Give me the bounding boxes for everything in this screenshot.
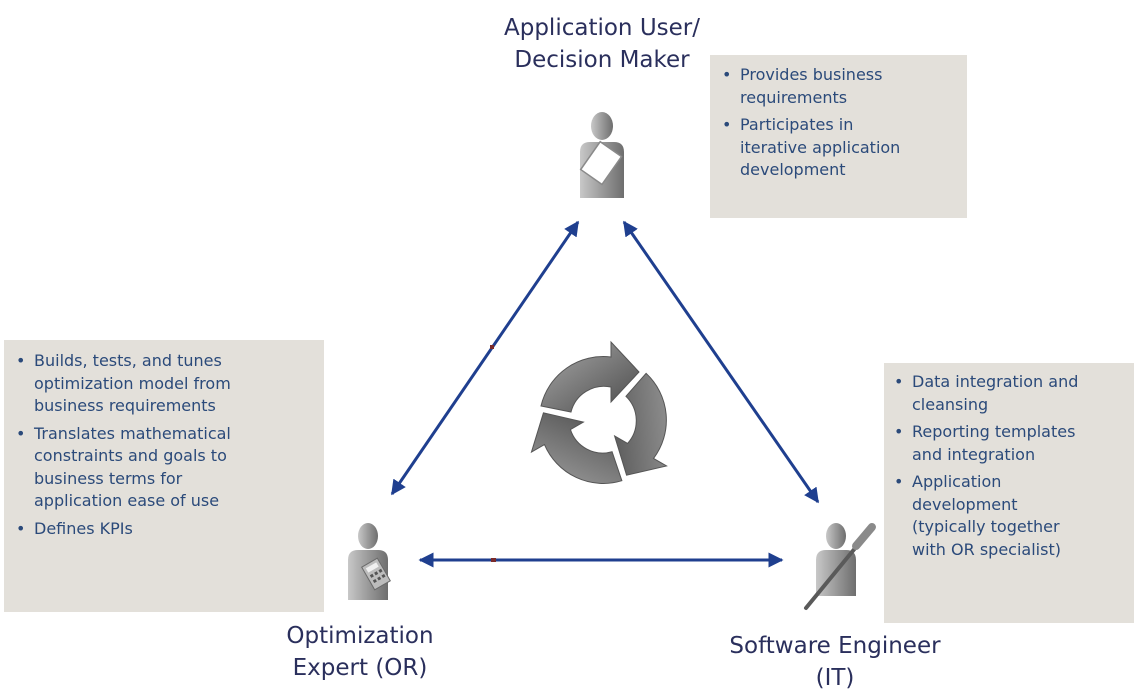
person-with-document-icon xyxy=(579,112,624,198)
bullet-list: Data integration and cleansing Reporting… xyxy=(886,371,1128,561)
software-engineer-responsibilities-box: Data integration and cleansing Reporting… xyxy=(884,363,1134,623)
list-item: Application development (typically toget… xyxy=(886,471,1128,561)
list-item: Provides business requirements xyxy=(714,64,957,109)
role-title-line1: Application User/ xyxy=(504,15,700,41)
role-title-application-user: Application User/ Decision Maker xyxy=(478,12,726,76)
list-item: Defines KPIs xyxy=(8,518,314,541)
role-title-line2: Decision Maker xyxy=(514,47,690,73)
person-with-screwdriver-icon xyxy=(804,523,876,610)
bullet-list: Builds, tests, and tunes optimization mo… xyxy=(8,350,314,540)
role-title-software-engineer: Software Engineer (IT) xyxy=(700,630,970,694)
bullet-list: Provides business requirements Participa… xyxy=(714,64,957,182)
list-item: Builds, tests, and tunes optimization mo… xyxy=(8,350,314,418)
role-title-line1: Optimization xyxy=(286,623,434,649)
arrow-user-it xyxy=(622,220,820,504)
role-title-line2: Expert (OR) xyxy=(292,655,428,681)
person-with-calculator-icon xyxy=(348,523,391,600)
arrow-user-or xyxy=(390,220,580,496)
optimization-expert-responsibilities-box: Builds, tests, and tunes optimization mo… xyxy=(4,340,324,612)
list-item: Reporting templates and integration xyxy=(886,421,1128,466)
list-item: Data integration and cleansing xyxy=(886,371,1128,416)
role-title-line1: Software Engineer xyxy=(729,633,941,659)
application-user-responsibilities-box: Provides business requirements Participa… xyxy=(710,55,967,218)
role-title-optimization-expert: Optimization Expert (OR) xyxy=(240,620,480,684)
role-title-line2: (IT) xyxy=(815,665,855,691)
list-item: Translates mathematical constraints and … xyxy=(8,423,314,513)
list-item: Participates in iterative application de… xyxy=(714,114,957,182)
cycle-arrows-icon xyxy=(530,340,668,484)
